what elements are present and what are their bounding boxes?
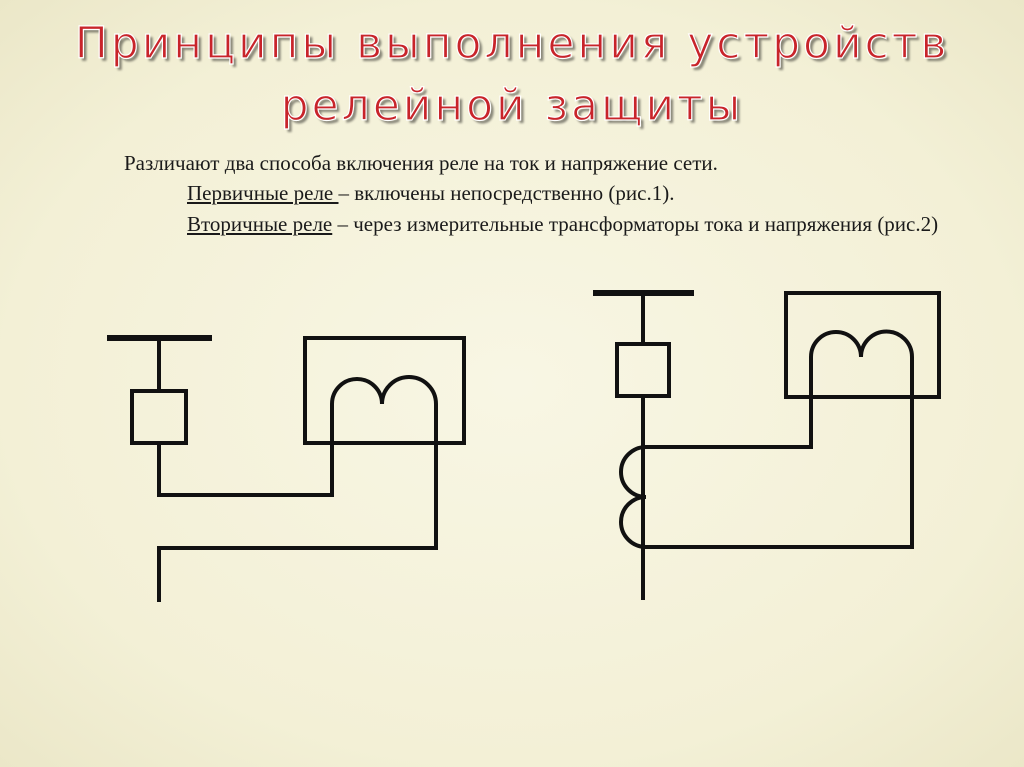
primary-relay-description: – включены непосредственно (рис.1). (338, 181, 675, 205)
secondary-relay-term: Вторичные реле (187, 212, 333, 236)
fig2-current-transformer-coil (619, 444, 649, 550)
secondary-relay-description: – через измерительные трансформаторы ток… (332, 212, 939, 236)
fig2-breaker-box (615, 342, 671, 398)
figure-2-secondary-relay (593, 290, 941, 600)
fig1-breaker-box (130, 389, 188, 445)
fig2-relay-coil-circuit (644, 329, 914, 549)
fig1-lower-lead (157, 441, 334, 497)
figure-1-primary-relay (107, 335, 466, 602)
secondary-relay-paragraph: Вторичные реле – через измерительные тра… (84, 209, 964, 239)
primary-relay-paragraph: Первичные реле – включены непосредственн… (187, 178, 964, 208)
fig1-relay-box (303, 336, 466, 445)
fig2-relay-box (784, 291, 941, 399)
fig1-relay-coil-circuit (157, 375, 438, 602)
slide-title-line-2: релейной защиты (280, 80, 744, 131)
intro-paragraph: Различают два способа включения реле на … (124, 151, 718, 175)
slide-title-line-1: Принципы выполнения устройств (74, 18, 950, 69)
primary-relay-term: Первичные реле (187, 181, 339, 205)
